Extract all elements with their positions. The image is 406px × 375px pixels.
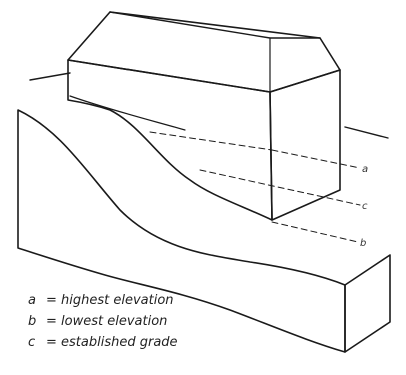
elevation-line-b [271,221,359,243]
terrain-side-face [344,254,391,353]
marker-a: a [362,164,368,175]
ground-surface-line [69,95,186,131]
house-roof [67,11,341,93]
ground-back-edge-left [29,72,71,81]
legend-letter-b: b [28,314,36,329]
house-front-wall [67,59,273,221]
legend-text-a: = highest elevation [46,293,174,308]
legend-text-c: = established grade [46,335,178,350]
legend-letter-a: a [28,293,36,308]
legend: a = highest elevation b = lowest elevati… [28,293,178,350]
house-gable-wall [269,69,341,221]
elevation-line-a-left [149,131,273,151]
legend-letter-c: c [28,335,35,350]
marker-c: c [362,201,368,212]
elevation-line-c [199,169,361,206]
marker-b: b [360,238,366,249]
legend-text-b: = lowest elevation [46,314,167,329]
ground-back-edge-right [344,126,389,139]
elevation-line-a [271,149,361,169]
